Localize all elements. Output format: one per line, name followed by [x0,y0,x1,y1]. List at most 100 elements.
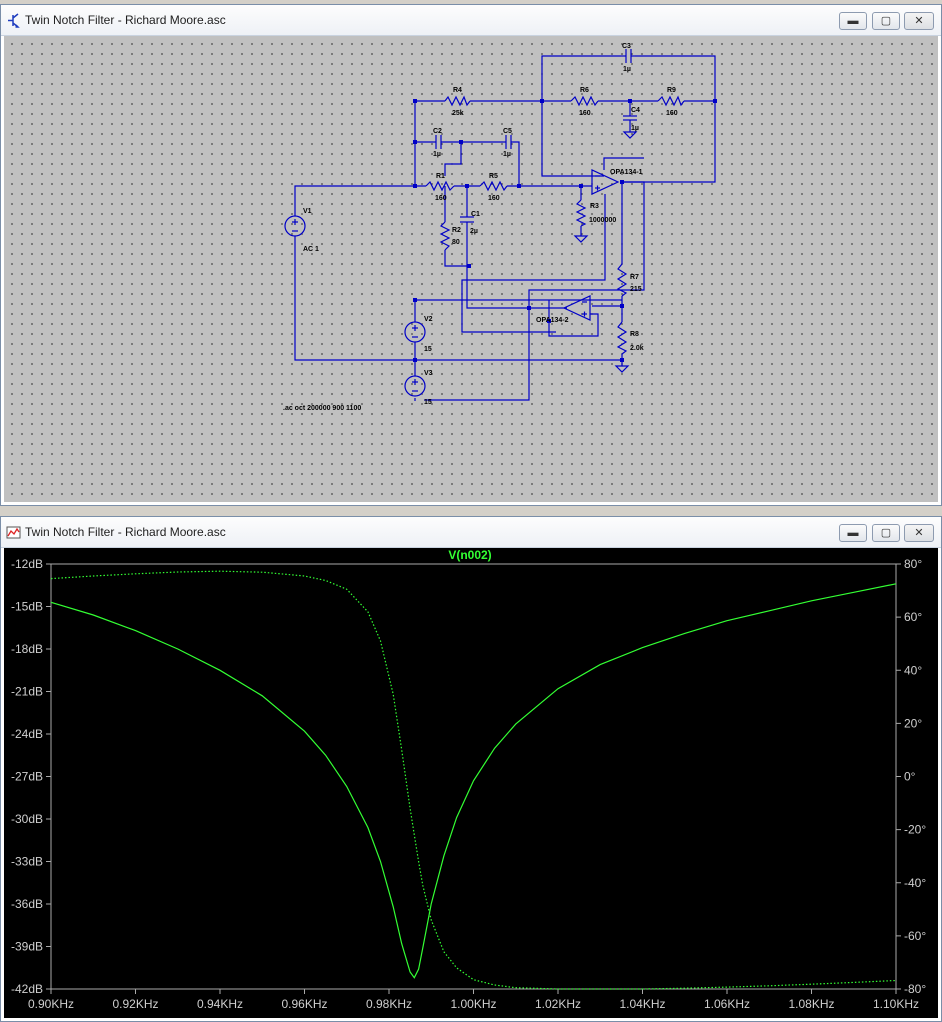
capacitor-c2 [433,135,443,149]
y-axis-left-ticks: -12dB-15dB-18dB-21dB-24dB-27dB-30dB-33dB… [11,557,51,996]
y-left-tick-label: -39dB [11,940,43,954]
label-c3-value: 1µ [623,66,631,73]
schematic-titlebar[interactable]: Twin Notch Filter - Richard Moore.asc ▬ … [1,5,941,36]
label-v1: V1 [303,208,312,215]
wire-c1-bottom [466,226,567,309]
label-r3-value: 1000000 [589,217,616,224]
wire-opamp1-vsup [603,157,644,170]
label-v1-value: AC 1 [303,246,319,253]
schematic-window: Twin Notch Filter - Richard Moore.asc ▬ … [0,4,942,506]
label-r9-value: 160 [666,110,678,117]
label-r1-value: 160 [435,195,447,202]
label-opa2: OPA134-2 [536,317,569,324]
x-tick-label: 1.00KHz [450,997,496,1011]
y-right-tick-label: -40° [904,876,926,890]
label-v3-value: 15 [424,399,432,406]
x-tick-label: 1.04KHz [619,997,665,1011]
wire-c3-right [624,55,716,183]
y-right-tick-label: 0° [904,770,916,784]
minimize-button[interactable]: ▬ [839,12,867,30]
y-left-tick-label: -33dB [11,855,43,869]
label-c5: C5 [503,128,512,135]
label-r8: R8 [630,331,639,338]
phase-trace [50,570,897,990]
label-c1-value: 2µ [470,228,478,235]
capacitor-c5 [503,135,513,149]
label-v3: V3 [424,370,433,377]
wire-v1-bottom [294,236,622,361]
label-r9: R9 [667,87,676,94]
label-r6-value: 160 [579,110,591,117]
label-r6: R6 [580,87,589,94]
label-r4-value: 25k [452,110,464,117]
wire-c3-loop [541,55,621,102]
label-v2: V2 [424,316,433,323]
label-c4-value: 1µ [631,125,639,132]
opamp-1 [591,169,620,195]
resistor-r9 [657,95,685,107]
x-tick-label: 0.96KHz [281,997,327,1011]
ltspice-schematic-icon [8,13,20,28]
y-left-tick-label: -24dB [11,727,43,741]
y-right-tick-label: -60° [904,929,926,943]
maximize-button[interactable]: ▢ [872,12,900,30]
waveform-viewer-icon [6,526,21,539]
y-left-tick-label: -42dB [11,982,43,996]
y-right-tick-label: 40° [904,663,922,677]
capacitor-c1 [460,214,474,226]
y-right-tick-label: 20° [904,716,922,730]
ground-r3 [573,235,589,243]
voltage-sources [284,215,426,397]
source-v3 [404,375,426,397]
y-left-tick-label: -36dB [11,897,43,911]
label-c1: C1 [471,211,480,218]
waveform-plot[interactable]: V(n002) -12dB-15dB-18dB-21dB-24dB-27dB-3… [4,548,938,1020]
spice-directive[interactable]: .ac oct 200000 900 1100 [283,405,361,412]
opamp-2 [562,295,591,321]
resistor-r5 [479,180,508,192]
wire-supply-rail-top [414,299,622,322]
wire-v1-top [294,185,426,216]
label-r2: R2 [452,227,461,234]
x-tick-label: 0.98KHz [366,997,412,1011]
x-tick-label: 1.02KHz [535,997,581,1011]
label-c5-value: 1µ [503,151,511,158]
resistor-r8 [616,321,628,355]
waveform-window-title: Twin Notch Filter - Richard Moore.asc [25,525,226,539]
schematic-drawing[interactable]: C3 1µ R4 25k R6 160 R9 160 C4 1µ C2 1µ C… [4,36,938,504]
capacitor-c3 [621,49,635,63]
label-r2-value: 80 [452,239,460,246]
label-v2-value: 15 [424,346,432,353]
y-right-tick-label: 60° [904,610,922,624]
y-left-tick-label: -27dB [11,770,43,784]
x-tick-label: 0.94KHz [197,997,243,1011]
waveform-plot-area[interactable]: V(n002) -12dB-15dB-18dB-21dB-24dB-27dB-3… [4,548,938,1018]
trace-label-v-n002[interactable]: V(n002) [448,548,491,562]
label-c4: C4 [631,107,640,114]
resistor-r6 [570,95,599,107]
traces [50,570,897,990]
y-right-tick-label: 80° [904,557,922,571]
capacitors [433,49,637,226]
schematic-canvas[interactable]: C3 1µ R4 25k R6 160 R9 160 C4 1µ C2 1µ C… [4,36,938,502]
ground-c4 [622,131,638,139]
resistor-r7 [616,263,628,297]
opamps [562,169,620,321]
grounds [573,131,638,373]
x-tick-label: 0.92KHz [112,997,158,1011]
close-button[interactable]: ✕ [904,524,934,542]
close-button[interactable]: ✕ [904,12,934,30]
wire-opamp1-down [461,194,606,333]
label-r7-value: 215 [630,286,642,293]
wire-r2-bottom [444,250,471,267]
wire-feedback-opamp-in [541,101,604,177]
plot-frame [50,563,897,990]
label-r8-value: 2.0k [630,345,644,352]
label-r5-value: 160 [488,195,500,202]
maximize-button[interactable]: ▢ [872,524,900,542]
waveform-titlebar[interactable]: Twin Notch Filter - Richard Moore.asc ▬ … [1,517,941,548]
label-r4: R4 [453,87,462,94]
minimize-button[interactable]: ▬ [839,524,867,542]
x-tick-label: 1.06KHz [704,997,750,1011]
